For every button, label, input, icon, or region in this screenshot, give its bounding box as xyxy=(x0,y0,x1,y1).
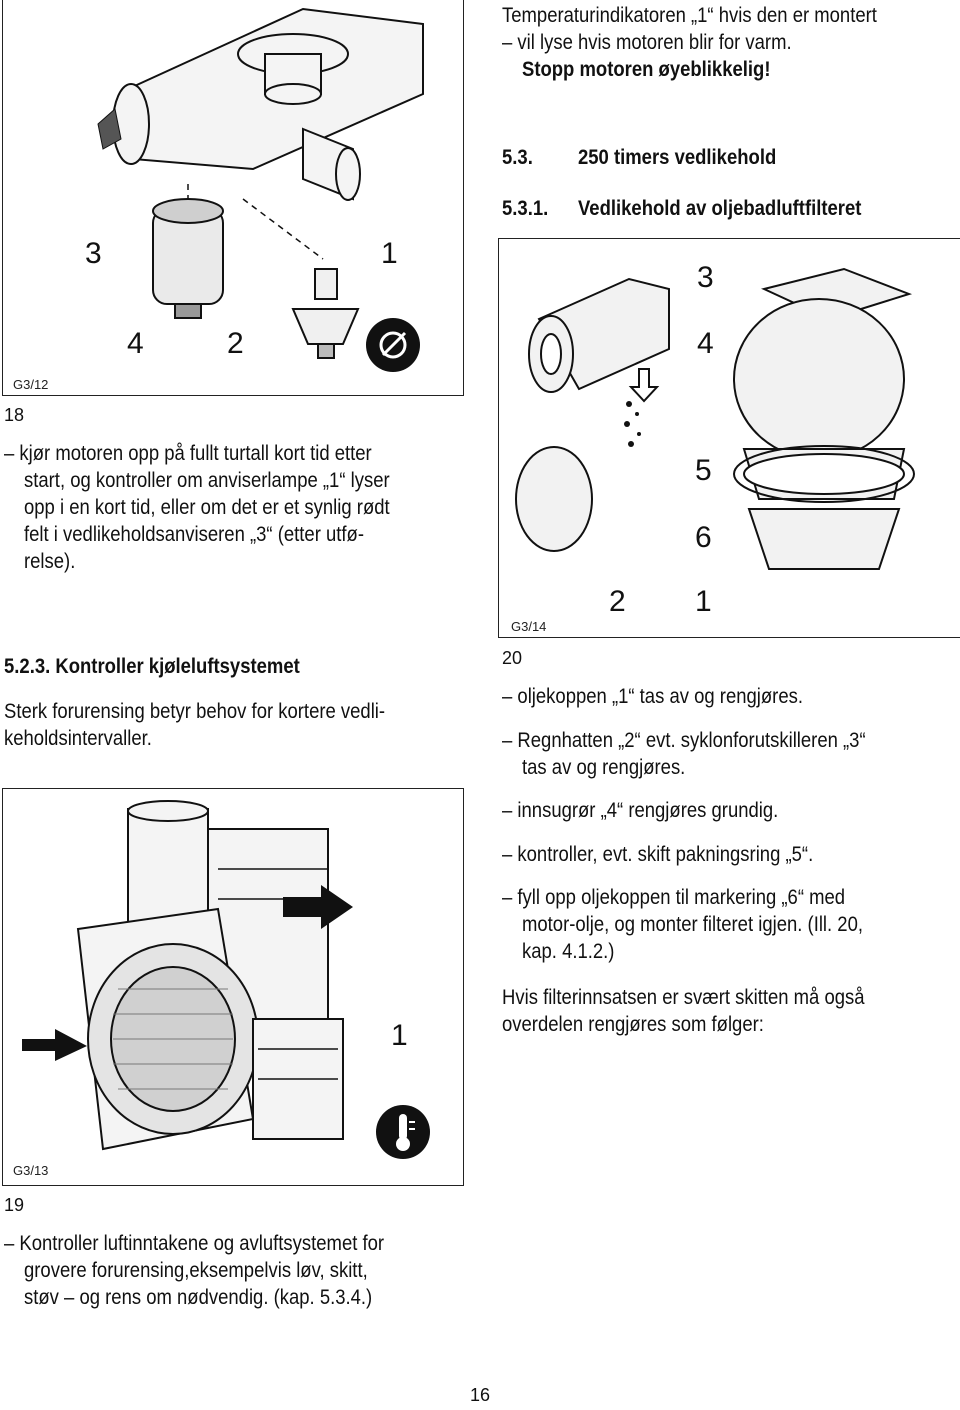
section-5-2-3-body-1: Sterk forurensing betyr behov for korter… xyxy=(4,700,386,723)
fig18-line-3: opp i en kort tid, eller om det er et sy… xyxy=(24,496,390,519)
figure-g3-14: 3 4 5 6 2 1 G3/14 xyxy=(498,238,960,638)
callout-3: 3 xyxy=(85,237,102,270)
thermometer-icon xyxy=(376,1105,430,1159)
callout-4: 4 xyxy=(127,327,144,360)
fig19-line-2: grovere forurensing,eksempelvis løv, ski… xyxy=(24,1259,368,1282)
fig19-line-3: støv – og rens om nødvendig. (kap. 5.3.4… xyxy=(24,1286,373,1309)
callout-6: 6 xyxy=(695,521,712,554)
callout-2: 2 xyxy=(609,585,626,618)
callout-3: 3 xyxy=(697,261,714,294)
fig18-line-2: start, og kontroller om anviserlampe „1“… xyxy=(24,469,390,492)
fig20-line-8: kap. 4.1.2.) xyxy=(522,940,615,963)
fig18-line-4: felt i vedlikeholdsanviseren „3“ (etter … xyxy=(24,523,364,546)
callout-1: 1 xyxy=(695,585,712,618)
section-5-2-3-heading: 5.2.3. Kontroller kjøleluftsystemet xyxy=(4,655,300,678)
engine-illustration xyxy=(22,800,353,1151)
fig20-line-1: – oljekoppen „1“ tas av og rengjøres. xyxy=(502,685,803,708)
fig20-line-7: motor-olje, og monter filteret igjen. (I… xyxy=(522,913,863,936)
figure-g3-13: 1 G3/13 xyxy=(2,788,464,1186)
callout-1: 1 xyxy=(391,1019,408,1052)
figure-code: G3/12 xyxy=(13,377,49,392)
oil-bath-filter-illustration xyxy=(515,267,915,570)
warning-line-3: Stopp motoren øyeblikkelig! xyxy=(522,58,771,81)
callout-1: 1 xyxy=(381,237,398,270)
figure-code: G3/13 xyxy=(13,1163,49,1178)
fig19-line-1: – Kontroller luftinntakene og avluftsyst… xyxy=(4,1232,385,1255)
fig20-line-6: – fyll opp oljekoppen til markering „6“ … xyxy=(502,886,846,909)
fig20-line-2: – Regnhatten „2“ evt. syklonforutskiller… xyxy=(502,729,866,752)
closing-line-2: overdelen rengjøres som følger: xyxy=(502,1013,764,1036)
fig20-line-4: – innsugrør „4“ rengjøres grundig. xyxy=(502,799,779,822)
section-5-3-title: 250 timers vedlikehold xyxy=(578,146,777,169)
fig18-line-5: relse). xyxy=(24,550,76,573)
air-filter-illustration xyxy=(97,7,424,359)
fig18-line-1: – kjør motoren opp på fullt turtall kort… xyxy=(4,442,372,465)
section-5-2-3-body-2: keholdsintervaller. xyxy=(4,727,152,750)
section-5-3-1-title: Vedlikehold av oljebadluftfilteret xyxy=(578,197,862,220)
figure-number-20: 20 xyxy=(502,648,523,668)
closing-line-1: Hvis filterinnsatsen er svært skitten må… xyxy=(502,986,865,1009)
section-5-3-1-number: 5.3.1. xyxy=(502,197,549,220)
callout-4: 4 xyxy=(697,327,714,360)
warning-lamp-icon xyxy=(366,318,420,372)
warning-line-1: Temperaturindikatoren „1“ hvis den er mo… xyxy=(502,4,877,27)
figure-g3-12: 3 1 4 2 G3/12 xyxy=(2,0,464,396)
callout-5: 5 xyxy=(695,454,712,487)
fig20-line-5: – kontroller, evt. skift pakningsring „5… xyxy=(502,843,814,866)
callout-2: 2 xyxy=(227,327,244,360)
fig20-line-3: tas av og rengjøres. xyxy=(522,756,686,779)
figure-number-19: 19 xyxy=(4,1195,25,1215)
page-number: 16 xyxy=(470,1385,491,1405)
section-5-3-number: 5.3. xyxy=(502,146,533,169)
figure-number-18: 18 xyxy=(4,405,25,425)
warning-line-2: – vil lyse hvis motoren blir for varm. xyxy=(502,31,792,54)
figure-code: G3/14 xyxy=(511,619,547,634)
